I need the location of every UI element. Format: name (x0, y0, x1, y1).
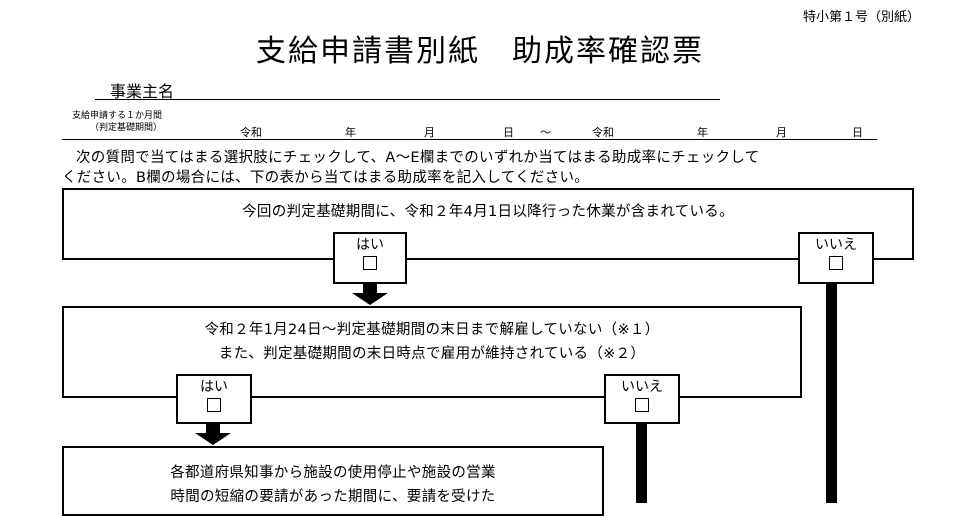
period-label-line2: （判定基礎期間） (90, 123, 163, 133)
period-end-era: 令和 (592, 126, 614, 139)
question1-text: 今回の判定基礎期間に、令和２年4月1日以降行った休業が含まれている。 (242, 204, 734, 220)
q1-no-flow-line (826, 284, 837, 503)
period-tilde: ～ (540, 126, 551, 139)
period-start-day[interactable]: 日 (503, 126, 514, 139)
period-label-line1: 支給申請する１か月間 (72, 111, 163, 121)
question2-line2: また、判定基礎期間の末日時点で雇用が維持されている（※２） (218, 346, 646, 362)
q2-yes-option[interactable]: はい (176, 374, 252, 424)
instruction-line2: ください。B欄の場合には、下の表から当てはまる助成率を記入してください。 (62, 170, 590, 186)
q2-yes-checkbox[interactable] (207, 398, 221, 412)
period-start-month[interactable]: 月 (424, 126, 435, 139)
q1-yes-checkbox[interactable] (363, 256, 377, 270)
question2-box: 令和２年1月24日～判定基礎期間の末日まで解雇していない（※１） また、判定基礎… (62, 306, 802, 398)
q2-yes-label: はい (200, 379, 228, 395)
q2-no-flow-line (636, 424, 647, 503)
employer-name-label: 事業主名 (110, 82, 175, 101)
period-end-year[interactable]: 年 (697, 126, 708, 139)
question3-line2: 時間の短縮の要請があった期間に、要請を受けた (170, 489, 496, 505)
question1-box: 今回の判定基礎期間に、令和２年4月1日以降行った休業が含まれている。 (62, 188, 914, 260)
q1-yes-option[interactable]: はい (333, 232, 407, 284)
period-start-year[interactable]: 年 (345, 126, 356, 139)
employer-name-field[interactable] (95, 99, 720, 100)
q2-no-option[interactable]: いいえ (604, 374, 680, 424)
instruction-line1: 次の質問で当てはまる選択肢にチェックして、A～E欄までのいずれか当てはまる助成率… (76, 150, 760, 166)
down-arrow-icon (352, 284, 388, 305)
q1-no-checkbox[interactable] (829, 256, 843, 270)
down-arrow-icon (195, 424, 231, 445)
question2-line1: 令和２年1月24日～判定基礎期間の末日まで解雇していない（※１） (204, 322, 660, 338)
q1-no-option[interactable]: いいえ (798, 232, 874, 284)
question3-line1: 各都道府県知事から施設の使用停止や施設の営業 (170, 465, 496, 481)
period-start-era: 令和 (240, 126, 262, 139)
q2-no-label: いいえ (621, 379, 663, 395)
q2-no-checkbox[interactable] (635, 398, 649, 412)
q1-no-label: いいえ (815, 237, 857, 253)
question3-box: 各都道府県知事から施設の使用停止や施設の営業 時間の短縮の要請があった期間に、要… (62, 446, 604, 516)
form-number: 特小第１号（別紙） (802, 10, 920, 25)
q1-yes-label: はい (356, 237, 384, 253)
period-underline (62, 139, 877, 140)
period-end-month[interactable]: 月 (776, 126, 787, 139)
page-title: 支給申請書別紙 助成率確認票 (256, 34, 704, 69)
period-end-day[interactable]: 日 (852, 126, 863, 139)
period-label: 支給申請する１か月間 （判定基礎期間） (72, 110, 162, 134)
